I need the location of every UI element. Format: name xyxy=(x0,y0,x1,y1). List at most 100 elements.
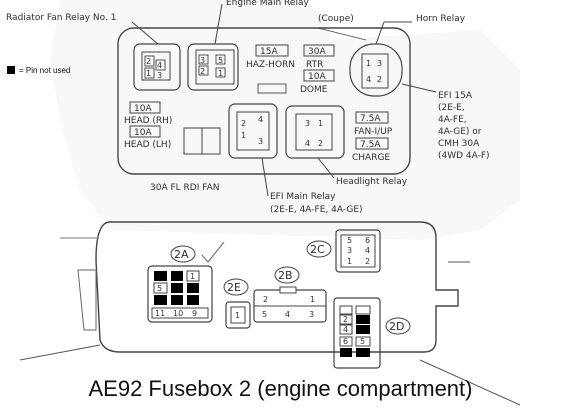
pin-label: 11 xyxy=(155,309,165,318)
unused-pin-swatch xyxy=(7,66,15,74)
fuse-amp: 10A xyxy=(308,72,326,82)
fuse-amp: 15A xyxy=(260,47,278,57)
headlight-relay: 3 1 4 2 xyxy=(285,105,345,159)
pin-label: 3 xyxy=(258,137,263,146)
fuse-head-rh: 10A HEAD (RH) xyxy=(124,101,172,126)
fuse-charge: 7.5A CHARGE xyxy=(352,137,390,163)
pin-label: 4 xyxy=(366,75,371,84)
pin-label: 2 xyxy=(343,315,348,324)
pin-label: 6 xyxy=(365,236,370,245)
pin-label: 4 xyxy=(285,310,290,319)
fuse-name: HEAD (RH) xyxy=(124,116,172,126)
fuse-name: HAZ-HORN xyxy=(246,60,295,70)
connector-label: 2D xyxy=(389,320,404,333)
horn-relay-label: Horn Relay xyxy=(416,14,466,24)
pin-label: 4 xyxy=(343,325,348,334)
fuse-amp: 7.5A xyxy=(360,140,381,150)
efi-main-relay: 2 4 1 3 xyxy=(228,103,278,159)
box-latch xyxy=(77,269,97,331)
fuse-slot xyxy=(257,83,287,94)
pin-label: 2 xyxy=(146,57,151,66)
lower-connector-box xyxy=(95,221,459,353)
rdi-fan-label: 30A FL RDI FAN xyxy=(150,183,219,193)
pin-label: 1 xyxy=(235,311,240,320)
pin-label: 3 xyxy=(200,56,205,65)
engine-main-relay-label: Engine Main Relay xyxy=(226,0,309,8)
connector-label: 2A xyxy=(174,248,189,261)
pin-label: 5 xyxy=(262,310,267,319)
efi-main-relay-label: EFI Main Relay xyxy=(270,192,336,202)
efi-fuse-note: EFI 15A (2E-E, 4A-FE, 4A-GE) or CMH 30A … xyxy=(438,91,490,161)
pin-label: 1 xyxy=(310,295,315,304)
fuse-amp: 10A xyxy=(134,104,152,114)
headlight-relay-label: Headlight Relay xyxy=(336,177,408,187)
fuse-name: DOME xyxy=(300,85,328,95)
efi-note-line: 4A-FE, xyxy=(438,115,467,125)
connector-2b: 2B 2 1 5 4 3 xyxy=(253,266,327,323)
fuse-amp: 10A xyxy=(134,128,152,138)
coupe-note: (Coupe) xyxy=(318,14,354,24)
legend-text: = Pin not used xyxy=(19,66,71,75)
connector-label: 2E xyxy=(227,281,241,294)
fuse-dome: 10A DOME xyxy=(300,69,335,95)
connector-2d: 2 4 6 5 2D xyxy=(333,297,411,369)
pin-label: 1 xyxy=(218,69,223,78)
connector-label: 2B xyxy=(278,269,293,282)
radiator-fan-relay-label: Radiator Fan Relay No. 1 xyxy=(6,13,116,23)
pin-label: 1 xyxy=(190,272,195,281)
fuse-rtr: 30A RTR xyxy=(303,44,335,70)
pin-label: 2 xyxy=(200,67,205,76)
pin-label: 2 xyxy=(377,75,382,84)
pin-label: 2 xyxy=(318,139,323,148)
pin-label: 2 xyxy=(365,257,370,266)
fuse-amp: 30A xyxy=(308,47,326,57)
connector-label: 2C xyxy=(310,243,325,256)
scan-shading xyxy=(50,0,520,240)
pin-label: 6 xyxy=(343,337,348,346)
fuse-fan-iup: 7.5A FAN-I/UP xyxy=(354,111,393,137)
pin-label: 1 xyxy=(347,257,352,266)
connector-2e: 2E 1 xyxy=(223,278,251,329)
pin-label: 4 xyxy=(305,139,310,148)
pin-label: 5 xyxy=(347,236,352,245)
pin-label: 1 xyxy=(318,119,323,128)
pin-label: 10 xyxy=(173,309,183,318)
efi-note-line: (2E-E, xyxy=(438,103,465,113)
pin-label: 5 xyxy=(360,337,365,346)
pin-label: 5 xyxy=(218,56,223,65)
pin-label: 1 xyxy=(241,131,246,140)
efi-main-relay-sub: (2E-E, 4A-FE, 4A-GE) xyxy=(270,205,363,215)
efi-note-line: (4WD 4A-F) xyxy=(438,151,490,161)
efi-note-line: CMH 30A xyxy=(438,139,480,149)
pin-label: 2 xyxy=(241,119,246,128)
pin-label: 4 xyxy=(157,61,162,70)
fuse-haz-horn: 15A HAZ-HORN xyxy=(246,44,295,70)
pin-label: 4 xyxy=(365,246,370,255)
pin-label: 3 xyxy=(309,310,314,319)
fuse-name: RTR xyxy=(306,60,323,70)
fuse-amp: 7.5A xyxy=(360,114,381,124)
efi-note-line: 4A-GE) or xyxy=(438,127,482,137)
pin-label: 3 xyxy=(347,246,352,255)
pin-label: 3 xyxy=(305,119,310,128)
pin-label: 9 xyxy=(192,309,197,318)
fuse-name: FAN-I/UP xyxy=(354,127,393,137)
check-mark-icon xyxy=(201,241,225,263)
fuse-head-lh: 10A HEAD (LH) xyxy=(124,125,171,150)
radiator-fan-relay: 2 4 1 3 xyxy=(133,43,181,91)
engine-main-relay: 3 5 2 1 xyxy=(187,43,239,91)
pin-label: 3 xyxy=(377,59,382,68)
connector-2a: 2A 1 5 11 10 9 xyxy=(147,241,225,323)
pin-label: 5 xyxy=(157,284,162,293)
efi-note-line: EFI 15A xyxy=(438,91,473,101)
connector-2c: 2C 5 6 3 4 1 2 xyxy=(306,229,381,273)
legend: = Pin not used xyxy=(7,66,70,75)
upper-relay-box xyxy=(117,27,411,175)
pin-label: 1 xyxy=(146,69,151,78)
fuse-name: HEAD (LH) xyxy=(124,140,171,150)
pin-label: 1 xyxy=(366,59,371,68)
pin-label: 3 xyxy=(157,71,162,80)
pin-label: 2 xyxy=(263,295,268,304)
fuse-name: CHARGE xyxy=(352,153,390,163)
